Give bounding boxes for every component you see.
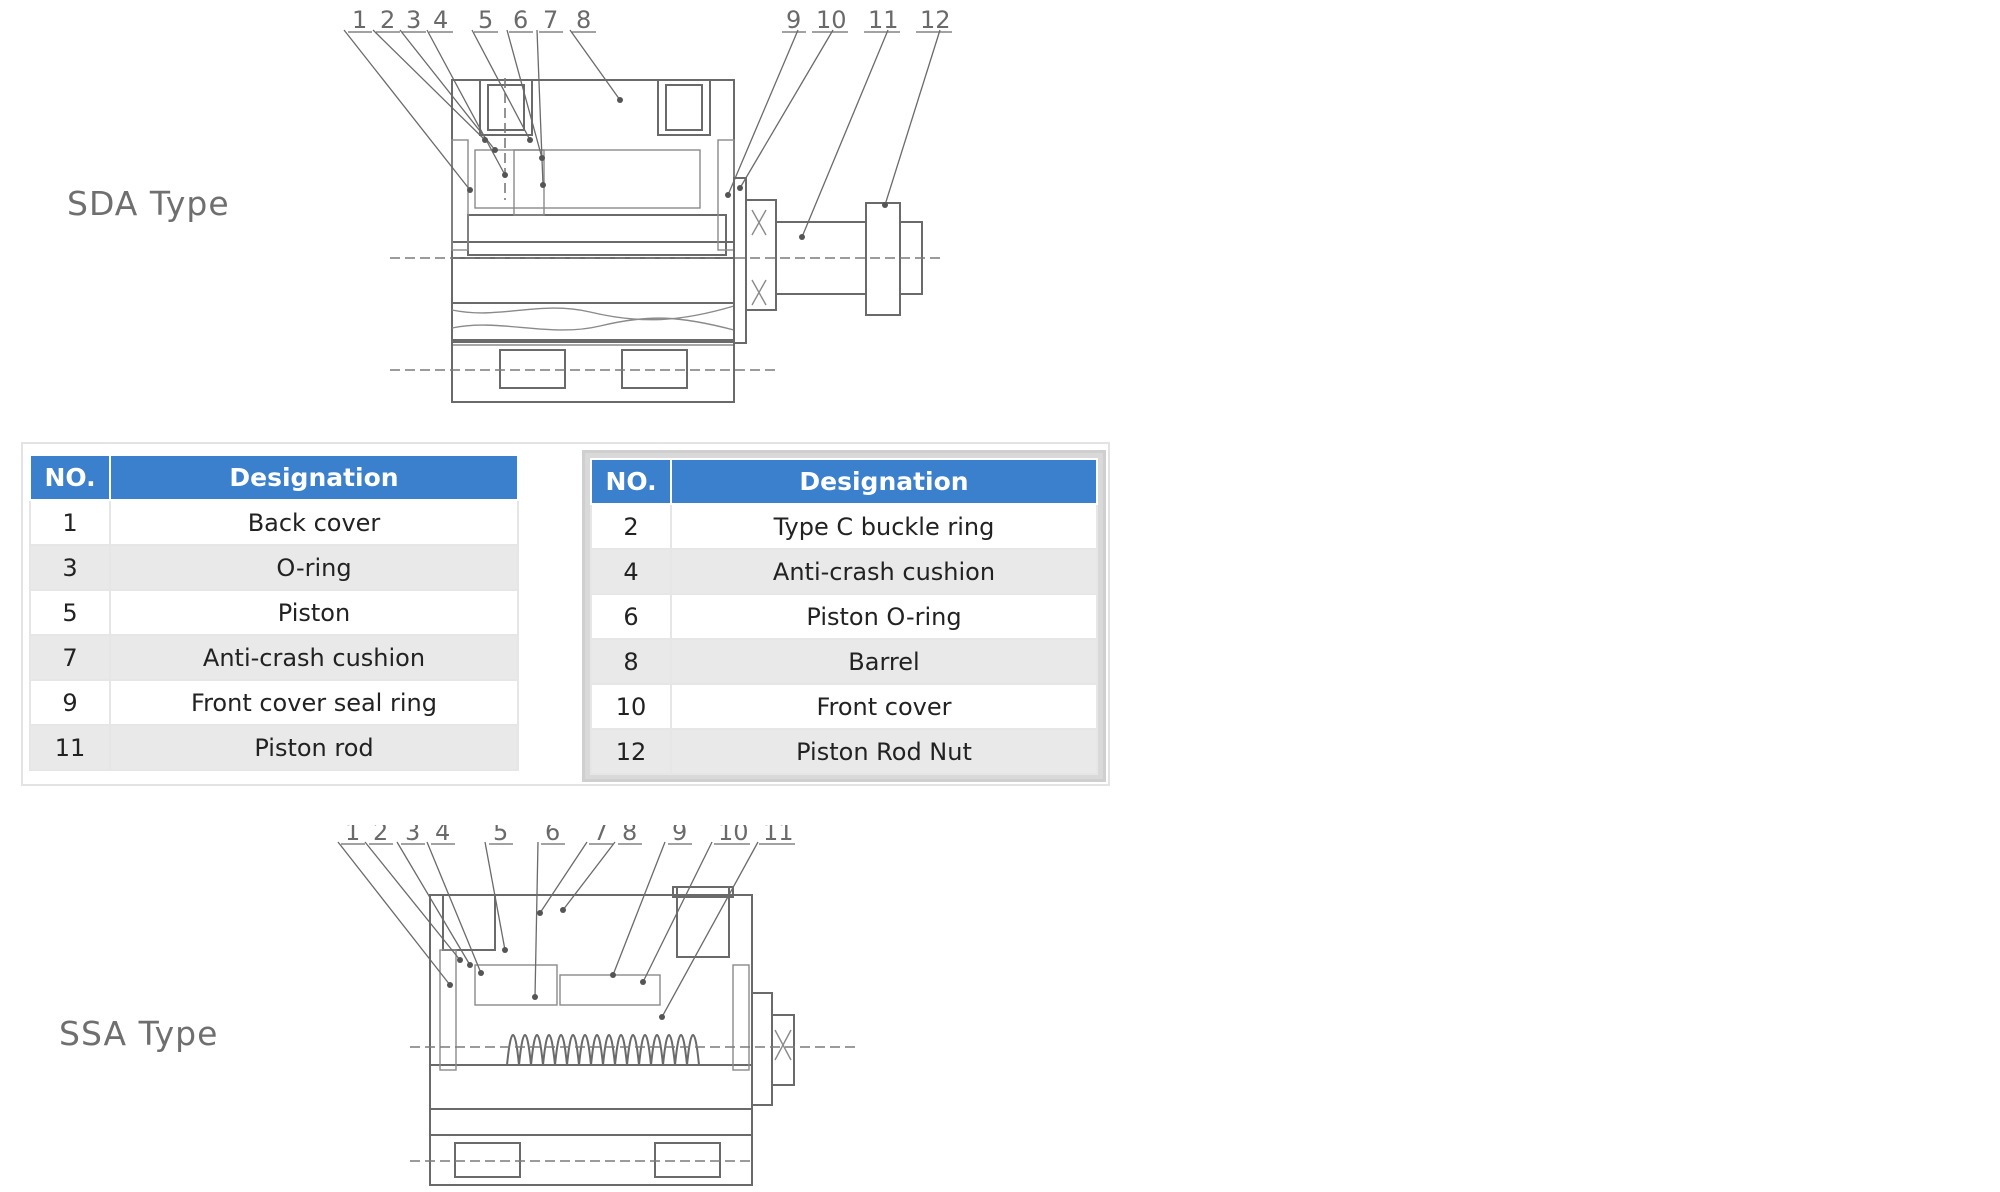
callout-number: 4 xyxy=(435,825,450,846)
part-number-cell: 2 xyxy=(590,503,672,550)
callout-number: 8 xyxy=(576,6,591,34)
part-number-cell: 6 xyxy=(590,593,672,640)
part-number-cell: 8 xyxy=(590,638,672,685)
callout-number: 9 xyxy=(672,825,687,846)
part-designation-cell: Front cover seal ring xyxy=(109,679,519,726)
part-number-cell: 12 xyxy=(590,728,672,775)
callout-number: 2 xyxy=(373,825,388,846)
part-number-cell: 5 xyxy=(29,589,111,636)
callout-number: 7 xyxy=(593,825,608,846)
callout-number: 2 xyxy=(380,6,395,34)
callout-number: 9 xyxy=(786,6,801,34)
column-header-designation: Designation xyxy=(670,458,1098,505)
callout-number: 8 xyxy=(622,825,637,846)
callout-number: 3 xyxy=(406,6,421,34)
column-header-no: NO. xyxy=(590,458,672,505)
part-designation-cell: Piston Rod Nut xyxy=(670,728,1098,775)
part-designation-cell: Anti-crash cushion xyxy=(670,548,1098,595)
callout-number: 1 xyxy=(345,825,360,846)
ssa-type-label: SSA Type xyxy=(59,1014,219,1053)
part-designation-cell: O-ring xyxy=(109,544,519,591)
part-number-cell: 11 xyxy=(29,724,111,771)
callout-number: 11 xyxy=(868,6,899,34)
part-number-cell: 7 xyxy=(29,634,111,681)
callout-number: 11 xyxy=(763,825,794,846)
callout-number: 6 xyxy=(513,6,528,34)
callout-number: 6 xyxy=(545,825,560,846)
part-designation-cell: Front cover xyxy=(670,683,1098,730)
part-number-cell: 9 xyxy=(29,679,111,726)
callout-number: 3 xyxy=(405,825,420,846)
part-designation-cell: Piston O-ring xyxy=(670,593,1098,640)
callout-number: 7 xyxy=(543,6,558,34)
column-header-designation: Designation xyxy=(109,454,519,501)
sda-type-label: SDA Type xyxy=(67,184,230,223)
column-header-no: NO. xyxy=(29,454,111,501)
callout-number: 10 xyxy=(816,6,847,34)
callout-number: 12 xyxy=(920,6,951,34)
part-number-cell: 1 xyxy=(29,499,111,546)
part-designation-cell: Piston rod xyxy=(109,724,519,771)
part-designation-cell: Piston xyxy=(109,589,519,636)
part-designation-cell: Type C buckle ring xyxy=(670,503,1098,550)
part-number-cell: 10 xyxy=(590,683,672,730)
part-designation-cell: Back cover xyxy=(109,499,519,546)
callout-number: 1 xyxy=(352,6,367,34)
callout-number: 5 xyxy=(478,6,493,34)
callout-number: 4 xyxy=(433,6,448,34)
part-number-cell: 4 xyxy=(590,548,672,595)
callout-number: 5 xyxy=(493,825,508,846)
callout-number: 10 xyxy=(718,825,749,846)
part-designation-cell: Barrel xyxy=(670,638,1098,685)
part-number-cell: 3 xyxy=(29,544,111,591)
part-designation-cell: Anti-crash cushion xyxy=(109,634,519,681)
